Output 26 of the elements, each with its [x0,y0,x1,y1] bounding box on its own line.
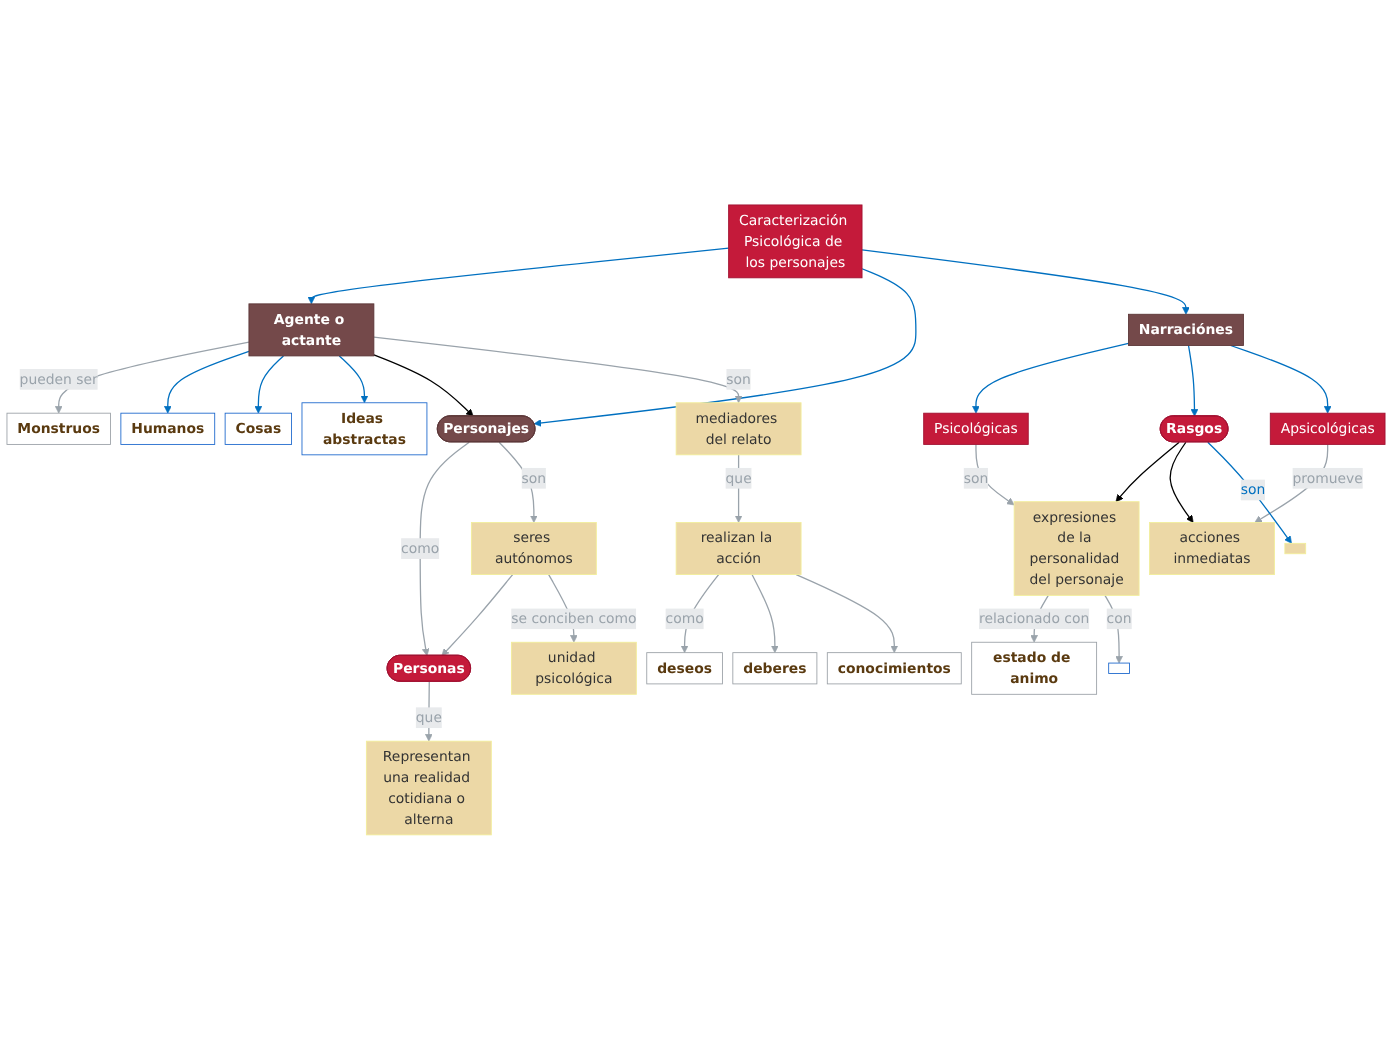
arrow [734,454,743,523]
arrow [307,247,730,305]
arrow [861,249,1190,315]
arrow [373,336,743,404]
arrow [498,441,538,523]
arrow [373,354,474,417]
arrow [254,355,285,414]
arrow [1115,441,1180,503]
arrow [795,574,899,654]
arrow [533,268,917,427]
node-box [1108,662,1130,674]
node-box [1284,543,1307,555]
arrow [751,574,779,654]
arrow [1169,441,1194,523]
arrow [680,574,720,654]
arrow [1187,344,1199,417]
arrow [1230,344,1332,414]
arrow [54,341,250,414]
arrow [163,350,250,414]
arrow [425,681,433,742]
arrow [975,443,1015,506]
arrow [1207,441,1292,544]
arrow [338,355,369,404]
arrow [972,342,1130,414]
arrow [419,441,470,657]
arrow [441,574,514,657]
